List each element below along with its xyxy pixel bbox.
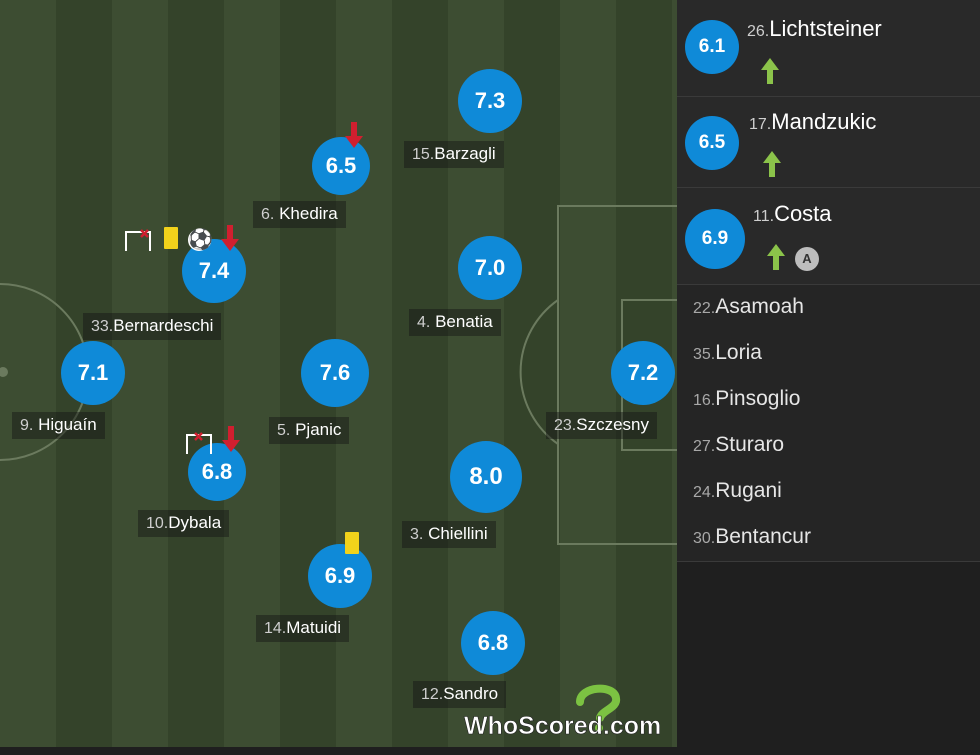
- rating-bubble: 7.1: [61, 341, 125, 405]
- rating-bubble: 6.5: [312, 137, 370, 195]
- substituted-off-icon: [345, 122, 363, 148]
- assist-badge-icon: A: [795, 247, 819, 271]
- substituted-on-icon: [761, 58, 779, 84]
- sub-row-lichtsteiner[interactable]: 6.1 26.Lichtsteiner: [677, 0, 980, 97]
- rating-bubble: 7.2: [611, 341, 675, 405]
- bench-row[interactable]: 22.Asamoah: [677, 285, 980, 332]
- rating-bubble: 6.8: [461, 611, 525, 675]
- player-label: 33.Bernardeschi: [83, 313, 222, 340]
- yellow-card-icon: [345, 532, 359, 554]
- goal-ball-icon: ⚽: [188, 229, 213, 251]
- missed-goal-icon: [125, 229, 151, 251]
- rating-bubble: 7.4: [182, 239, 246, 303]
- rating-bubble: 8.0: [450, 441, 522, 513]
- sub-row-costa[interactable]: 6.9 11.Costa A: [677, 188, 980, 285]
- rating-bubble: 6.5: [685, 116, 739, 170]
- player-label: 6. Khedira: [253, 201, 346, 228]
- whoscored-logo: WhoScored.com: [462, 682, 672, 742]
- bench-row[interactable]: 27.Sturaro: [677, 423, 980, 470]
- player-label: 12.Sandro: [413, 681, 507, 708]
- bench-row[interactable]: 24.Rugani: [677, 469, 980, 516]
- rating-bubble: 6.8: [188, 443, 246, 501]
- substitutes-panel: 6.1 26.Lichtsteiner 6.5 17.Mandzukic 6.9…: [677, 0, 980, 755]
- sub-name: 11.Costa: [753, 201, 832, 226]
- bench-row[interactable]: 35.Loria: [677, 331, 980, 378]
- rating-bubble: 6.1: [685, 20, 739, 74]
- rating-bubble: 6.9: [308, 544, 372, 608]
- player-label: 15.Barzagli: [404, 141, 504, 168]
- player-label: 3. Chiellini: [402, 521, 496, 548]
- substituted-on-icon: [767, 244, 785, 270]
- bench-player-name: 35.Loria: [693, 341, 762, 364]
- bench-player-name: 27.Sturaro: [693, 433, 785, 456]
- bench-player-name: 30.Bentancur: [693, 525, 811, 548]
- sub-row-mandzukic[interactable]: 6.5 17.Mandzukic: [677, 97, 980, 188]
- player-label: 23.Szczesny: [546, 412, 657, 439]
- player-label: 9. Higuaín: [12, 412, 105, 439]
- sub-name: 17.Mandzukic: [749, 109, 877, 134]
- sub-name: 26.Lichtsteiner: [747, 16, 882, 41]
- player-label: 4. Benatia: [409, 309, 501, 336]
- bench-player-name: 16.Pinsoglio: [693, 387, 801, 410]
- player-label: 10.Dybala: [138, 510, 230, 537]
- rating-bubble: 6.9: [685, 209, 745, 269]
- bench-row[interactable]: 16.Pinsoglio: [677, 377, 980, 424]
- rating-bubble: 7.6: [301, 339, 369, 407]
- player-label: 14.Matuidi: [256, 615, 350, 642]
- pitch: 7.3 15.Barzagli 6.5 6. Khedira 7.4 ⚽ 33.…: [0, 0, 677, 747]
- bench-row[interactable]: 30.Bentancur: [677, 515, 980, 562]
- substituted-off-icon: [222, 426, 240, 452]
- substituted-on-icon: [763, 151, 781, 177]
- rating-bubble: 7.3: [458, 69, 522, 133]
- bench-player-name: 22.Asamoah: [693, 295, 804, 318]
- rating-bubble: 7.0: [458, 236, 522, 300]
- substituted-off-icon: [221, 225, 239, 251]
- bench-player-name: 24.Rugani: [693, 479, 782, 502]
- yellow-card-icon: [164, 227, 178, 249]
- logo-text: WhoScored.com: [464, 712, 661, 740]
- missed-goal-icon: [186, 432, 212, 454]
- whoscored-logo-icon: WhoScored.com: [464, 684, 662, 740]
- player-label: 5. Pjanic: [269, 417, 350, 444]
